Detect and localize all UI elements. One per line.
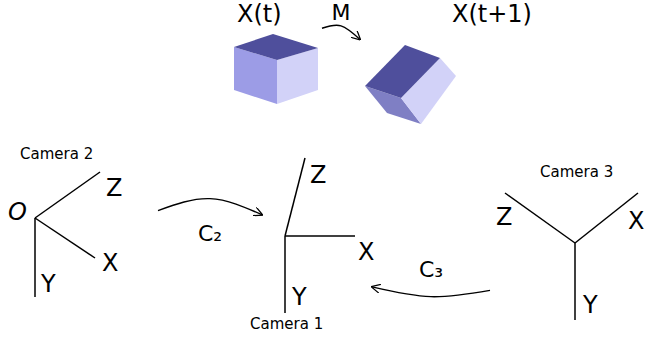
axis-line xyxy=(284,236,286,313)
cube xyxy=(234,34,318,104)
axis-label: Y xyxy=(292,285,307,309)
axis-label: X xyxy=(102,251,118,275)
edge-label: C₂ xyxy=(196,223,224,245)
cube-face xyxy=(234,34,318,60)
axis-label: Z xyxy=(106,176,122,200)
axis-label: Z xyxy=(310,163,326,187)
camera-name: Camera 3 xyxy=(540,165,613,180)
axis-label: X xyxy=(358,240,374,264)
axis-label: Y xyxy=(583,293,598,317)
cube xyxy=(365,45,456,124)
state-label: X(t) xyxy=(237,2,282,26)
edge-label: C₃ xyxy=(417,259,445,281)
axis-line xyxy=(285,235,355,237)
camera-name: Camera 1 xyxy=(250,317,323,332)
axis-line xyxy=(574,243,576,320)
transform-arrow xyxy=(372,287,490,297)
cube-node: X(t+1) xyxy=(360,2,550,127)
axes xyxy=(35,158,638,320)
camera-frame: Camera 2 xyxy=(8,145,158,305)
cube-node: X(t) xyxy=(232,2,322,107)
camera-name: Camera 2 xyxy=(20,147,93,162)
state-label: X(t+1) xyxy=(452,2,532,26)
edge-label: M xyxy=(330,2,353,24)
axis-label: Y xyxy=(41,272,56,296)
origin-label: O xyxy=(8,200,27,224)
transform-arrow xyxy=(322,25,360,39)
cube-face xyxy=(365,45,440,98)
axis-label: Z xyxy=(496,205,512,229)
axis-line xyxy=(34,218,36,297)
axis-line xyxy=(505,193,575,243)
axis-line xyxy=(35,218,95,258)
axis-line xyxy=(285,158,305,236)
transform-arrow xyxy=(158,199,262,215)
camera-frame: Camera 3 xyxy=(490,165,655,330)
axis-line xyxy=(35,172,100,218)
axis-label: X xyxy=(628,209,644,233)
